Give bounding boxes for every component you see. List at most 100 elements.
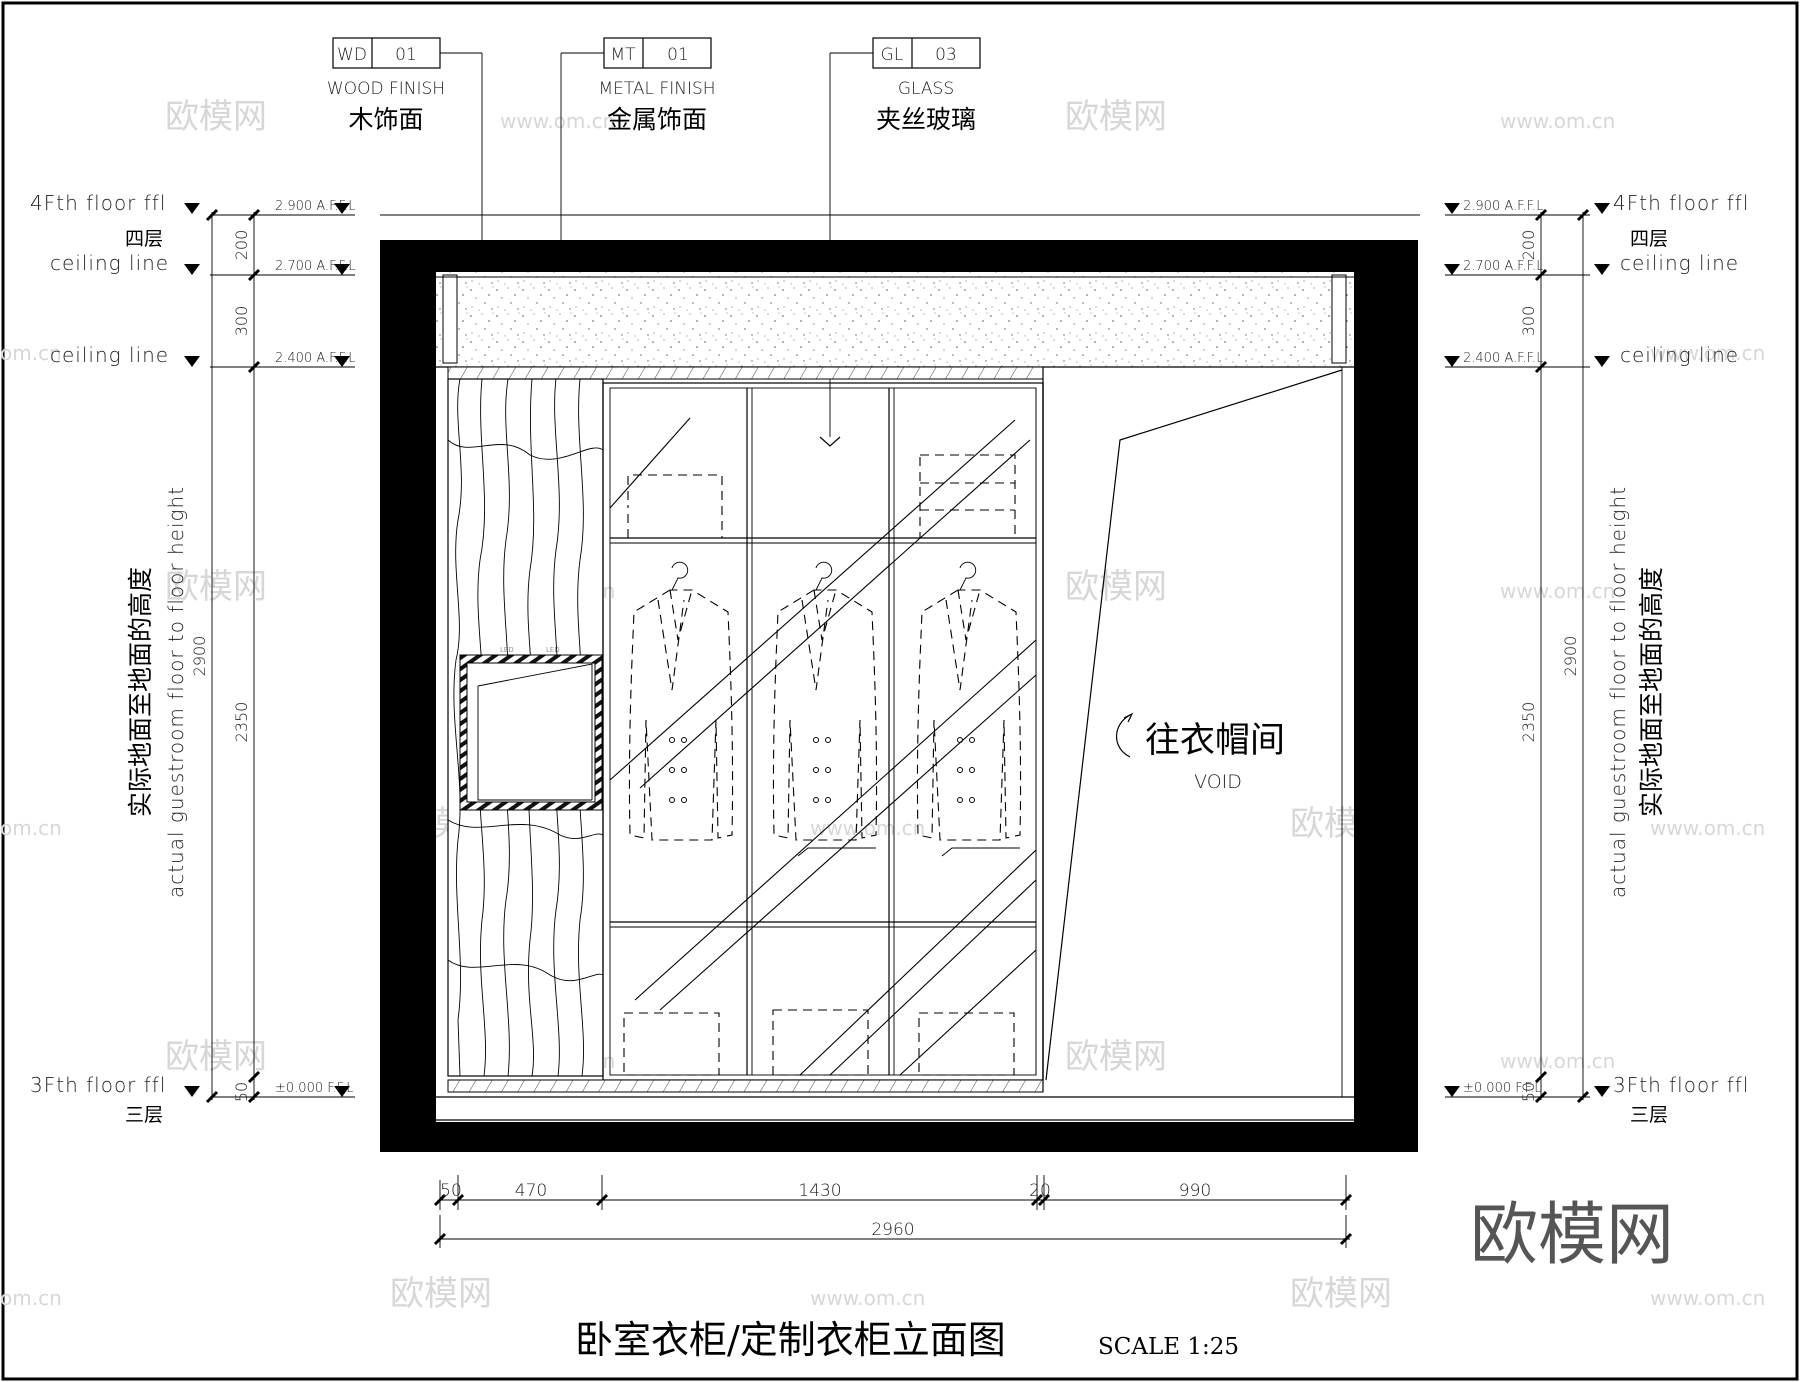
watermark-site: www.om.cn — [1500, 579, 1615, 603]
height-note-en-right: actual guestroom floor to floor height — [1606, 486, 1630, 898]
left-4f-cn: 四层 — [125, 228, 163, 250]
horizontal-dimensions: 50 470 1430 20 990 2960 — [433, 1175, 1353, 1248]
watermark-brand: 欧模网 — [165, 1037, 267, 1077]
right-ceiling-label-2: ceiling line — [1620, 343, 1739, 367]
dim-50-left: 50 — [232, 1082, 251, 1102]
tag-wood-code: WD — [337, 45, 367, 65]
watermark-site-edge: om.cn — [0, 341, 62, 365]
tag-wood-en: WOOD FINISH — [327, 79, 445, 99]
dim-2350-left: 2350 — [232, 702, 251, 743]
left-dimension-chain: 200 300 2350 50 2900 actual guestroom fl… — [126, 208, 261, 1104]
wardrobe-plinth — [447, 1079, 1044, 1093]
height-note-cn-left: 实际地面至地面的高度 — [126, 567, 155, 817]
dim-200-right: 200 — [1519, 230, 1538, 261]
dim-50-right: 50 — [1519, 1082, 1538, 1102]
dim-2350-right: 2350 — [1519, 702, 1538, 743]
led-label-1: LED — [500, 646, 514, 654]
watermark-site: www.om.cn — [810, 1286, 925, 1310]
drawing-title: 卧室衣柜/定制衣柜立面图 — [575, 1318, 1006, 1362]
glass-reflections — [609, 417, 1037, 1076]
tag-glass-num: 03 — [935, 45, 957, 65]
height-note-cn-right: 实际地面至地面的高度 — [1637, 567, 1666, 817]
void-room-en: VOID — [1194, 771, 1242, 793]
dim-2900-left: 2900 — [190, 636, 209, 677]
wardrobe-body — [602, 382, 1044, 1081]
watermark-site: www.om.cn — [500, 109, 615, 133]
tag-wood-cn: 木饰面 — [348, 105, 423, 134]
watermark-brand: 欧模网 — [165, 97, 267, 137]
tag-wood-num: 01 — [395, 45, 417, 65]
led-mirror: LED LED — [459, 646, 603, 811]
dim-2900-right: 2900 — [1561, 636, 1580, 677]
dim-h-20: 20 — [1029, 1181, 1051, 1201]
left-affl-2900: 2.900 A.F.F.L — [275, 199, 355, 214]
watermark-site: www.om.cn — [1650, 816, 1765, 840]
right-affl-2900: 2.900 A.F.F.L — [1463, 199, 1543, 214]
tag-metal-code: MT — [610, 45, 636, 65]
watermark-brand: 欧模网 — [1065, 97, 1167, 137]
tag-metal-en: METAL FINISH — [598, 79, 715, 99]
ceiling-band — [436, 272, 1354, 368]
right-3f-cn: 三层 — [1630, 1104, 1668, 1126]
watermark-site-edge: om.cn — [0, 1286, 62, 1310]
storage-boxes — [623, 454, 1016, 1076]
void-arrow-icon — [1115, 714, 1131, 758]
right-dimension-chain: 200 300 2350 50 2900 actual guestroom fl… — [1519, 208, 1666, 1104]
right-4f-label: 4Fth floor ffl — [1613, 191, 1749, 215]
watermark-site: www.om.cn — [1500, 109, 1615, 133]
tag-metal-num: 01 — [667, 45, 689, 65]
left-3f-label: 3Fth floor ffl — [30, 1073, 166, 1097]
material-tag-wood: WD 01 WOOD FINISH 木饰面 — [327, 37, 483, 540]
watermark-brand: 欧模网 — [1065, 1037, 1167, 1077]
dim-200-left: 200 — [232, 230, 251, 261]
watermark-site-edge: om.cn — [0, 816, 62, 840]
tag-glass-cn: 夹丝玻璃 — [876, 105, 976, 134]
tag-glass-code: GL — [881, 45, 904, 65]
watermark-brand: 欧模网 — [1290, 1274, 1392, 1314]
wall-section-frame — [380, 240, 1418, 1152]
watermark-site: www.om.cn — [1650, 1286, 1765, 1310]
left-affl-2400: 2.400 A.F.F.L — [275, 351, 355, 366]
right-affl-2700: 2.700 A.F.F.L — [1463, 259, 1543, 274]
left-4f-label: 4Fth floor ffl — [30, 191, 166, 215]
dim-h-total: 2960 — [871, 1220, 914, 1240]
level-marker — [184, 203, 200, 214]
left-ffl-0: ±0.000 F.F.L — [275, 1081, 354, 1096]
led-label-2: LED — [546, 646, 560, 654]
void-opening: 往衣帽间 VOID — [1042, 367, 1343, 1097]
watermark-site: www.om.cn — [1650, 341, 1765, 365]
dim-h-1430: 1430 — [798, 1181, 841, 1201]
left-level-annotations: 4Fth floor ffl 四层 ceiling line ceiling l… — [30, 191, 355, 1126]
watermark-brand: 欧模网 — [1065, 567, 1167, 607]
dim-300-right: 300 — [1519, 306, 1538, 337]
dim-h-50: 50 — [440, 1181, 462, 1201]
right-affl-2400: 2.400 A.F.F.L — [1463, 351, 1543, 366]
dim-300-left: 300 — [232, 306, 251, 337]
left-3f-cn: 三层 — [125, 1104, 163, 1126]
watermark-brand: 欧模网 — [165, 567, 267, 607]
watermark-site: www.om.cn — [1500, 1049, 1615, 1073]
leader-arrow-glass — [819, 436, 841, 447]
right-ffl-0: ±0.000 F.F.L — [1463, 1081, 1542, 1096]
right-level-annotations: 2.900 A.F.F.L 2.700 A.F.F.L 2.400 A.F.F.… — [1444, 191, 1749, 1126]
left-ceiling-label-2: ceiling line — [50, 343, 169, 367]
material-tag-metal: MT 01 METAL FINISH 金属饰面 — [560, 37, 716, 650]
right-3f-label: 3Fth floor ffl — [1613, 1073, 1749, 1097]
dim-h-470: 470 — [515, 1181, 547, 1201]
void-room-cn: 往衣帽间 — [1145, 721, 1285, 761]
dim-h-990: 990 — [1179, 1181, 1211, 1201]
right-4f-cn: 四层 — [1630, 228, 1668, 250]
left-ceiling-label-1: ceiling line — [50, 251, 169, 275]
height-note-en-left: actual guestroom floor to floor height — [164, 486, 188, 898]
right-ceiling-label-1: ceiling line — [1620, 251, 1739, 275]
drawing-scale: SCALE 1:25 — [1098, 1334, 1239, 1360]
watermark-brand: 欧模网 — [390, 1274, 492, 1314]
watermark-site: www.om.cn — [810, 816, 925, 840]
left-affl-2700: 2.700 A.F.F.L — [275, 259, 355, 274]
material-tag-glass: GL 03 GLASS 夹丝玻璃 — [829, 37, 981, 437]
tag-metal-cn: 金属饰面 — [607, 105, 707, 134]
brand-logo: 欧模网 — [1470, 1196, 1674, 1275]
tag-glass-en: GLASS — [898, 79, 954, 99]
